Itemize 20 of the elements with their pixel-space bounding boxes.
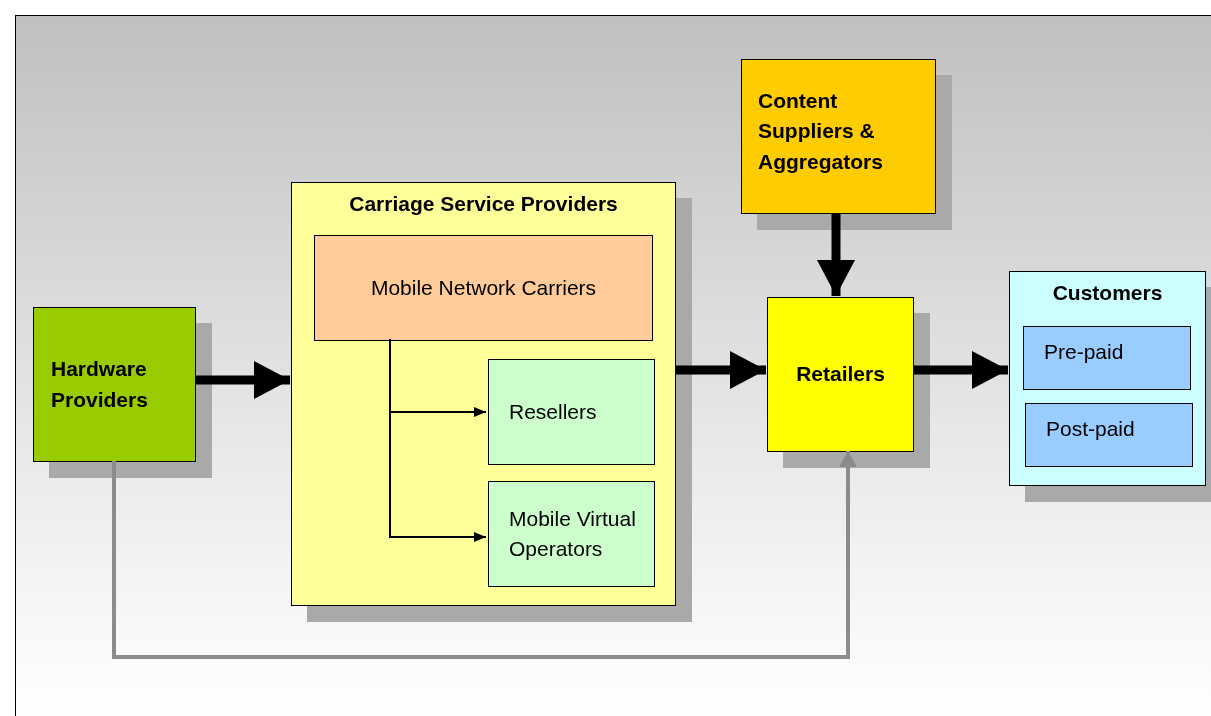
arrow [913,351,1008,389]
box-label: Content Suppliers & Aggregators [758,88,884,175]
arrow [817,213,855,296]
process-box [488,481,655,587]
box-label: Hardware Providers [51,356,149,413]
box-label: Retailers [796,361,885,388]
process-box [488,359,655,465]
arrow [675,351,766,389]
box-label: Resellers [509,398,597,425]
box-label: Mobile Network Carriers [370,274,597,301]
box-heading: Customers [1052,280,1163,306]
arrow [195,361,290,399]
box-heading: Carriage Service Providers [349,191,618,217]
arrow [112,451,857,659]
process-box [1025,403,1193,467]
process-box [1023,326,1191,390]
box-label: Pre-paid [1044,339,1124,365]
box-label: Mobile Virtual Operators [509,505,637,562]
box-label: Post-paid [1046,416,1135,442]
process-box [314,235,653,341]
